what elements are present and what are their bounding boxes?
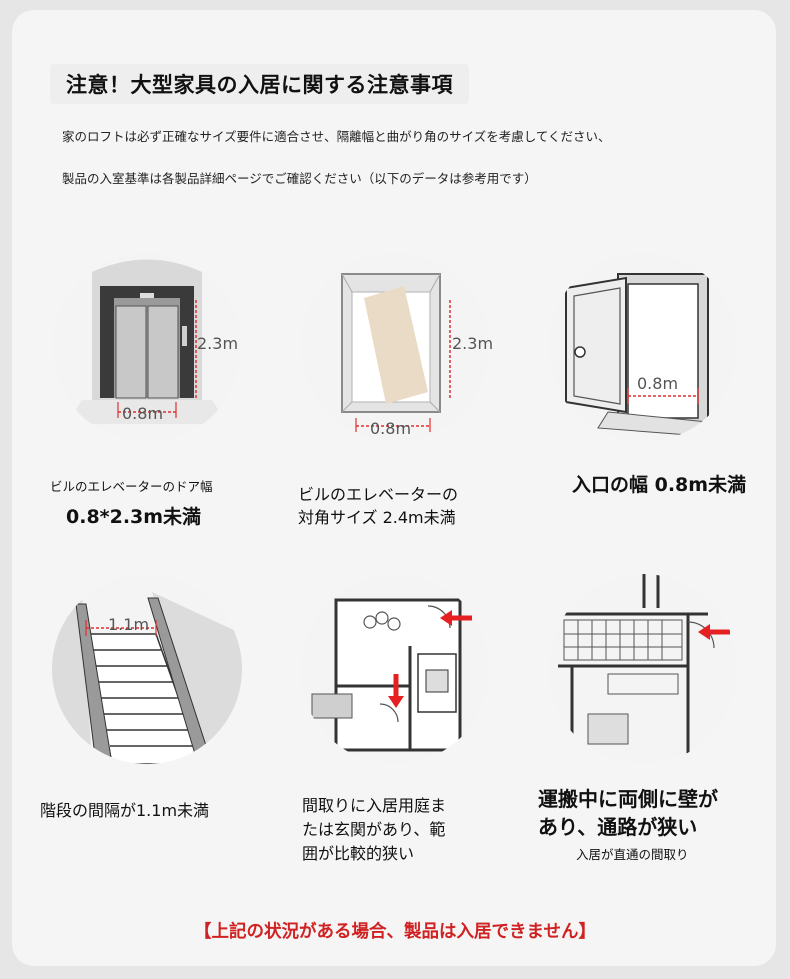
item5-caption-line3: 囲が比較的狭い	[302, 844, 415, 863]
item4-width-label: 1.1m	[108, 615, 150, 634]
item2-caption-line1: ビルのエレベーターの	[298, 485, 459, 504]
item1-height-label: 2.3m	[197, 334, 239, 353]
intro-line-1: 家のロフトは必ず正確なサイズ要件に適合させ、隔離幅と曲がり角のサイズを考慮してく…	[62, 129, 611, 144]
item1-caption-small: ビルのエレベーターのドア幅	[50, 479, 213, 494]
staircase-illustration	[52, 574, 242, 764]
item5-caption-line2: たは玄関があり、範	[302, 820, 446, 839]
item5-caption-line1: 間取りに入居用庭ま	[302, 796, 447, 815]
entrance-door-illustration	[548, 252, 738, 442]
item4-caption-main: 階段の間隔が1.1m未満	[40, 801, 210, 820]
footer-warning: 【上記の状況がある場合、製品は入居できません】	[194, 922, 596, 942]
item2-height-label: 2.3m	[452, 334, 494, 353]
notice-card	[12, 10, 776, 966]
item6-caption-line1: 運搬中に両側に壁が	[538, 787, 718, 811]
item6-caption-small: 入居が直通の間取り	[576, 847, 689, 862]
floorplan-entrance-illustration	[300, 574, 490, 764]
elevator-diagonal-illustration	[300, 252, 490, 442]
item2-width-label: 0.8m	[370, 419, 412, 438]
intro-line-2: 製品の入室基準は各製品詳細ページでご確認ください（以下のデータは参考用です）	[62, 171, 537, 186]
item3-width-label: 0.8m	[637, 374, 679, 393]
narrow-corridor-illustration	[548, 574, 738, 764]
page-title-text: 注意！大型家具の入居に関する注意事項	[66, 73, 453, 97]
elevator-door-illustration	[52, 252, 242, 442]
item3-caption-main: 入口の幅 0.8m未満	[572, 474, 747, 496]
item2-caption-line2: 対角サイズ 2.4m未満	[298, 508, 456, 527]
item6-caption-line2: あり、通路が狭い	[538, 815, 698, 839]
item1-width-label: 0.8m	[122, 404, 164, 423]
item1-caption-main: 0.8*2.3m未満	[66, 506, 202, 528]
page-title: 注意！大型家具の入居に関する注意事項	[50, 64, 469, 104]
